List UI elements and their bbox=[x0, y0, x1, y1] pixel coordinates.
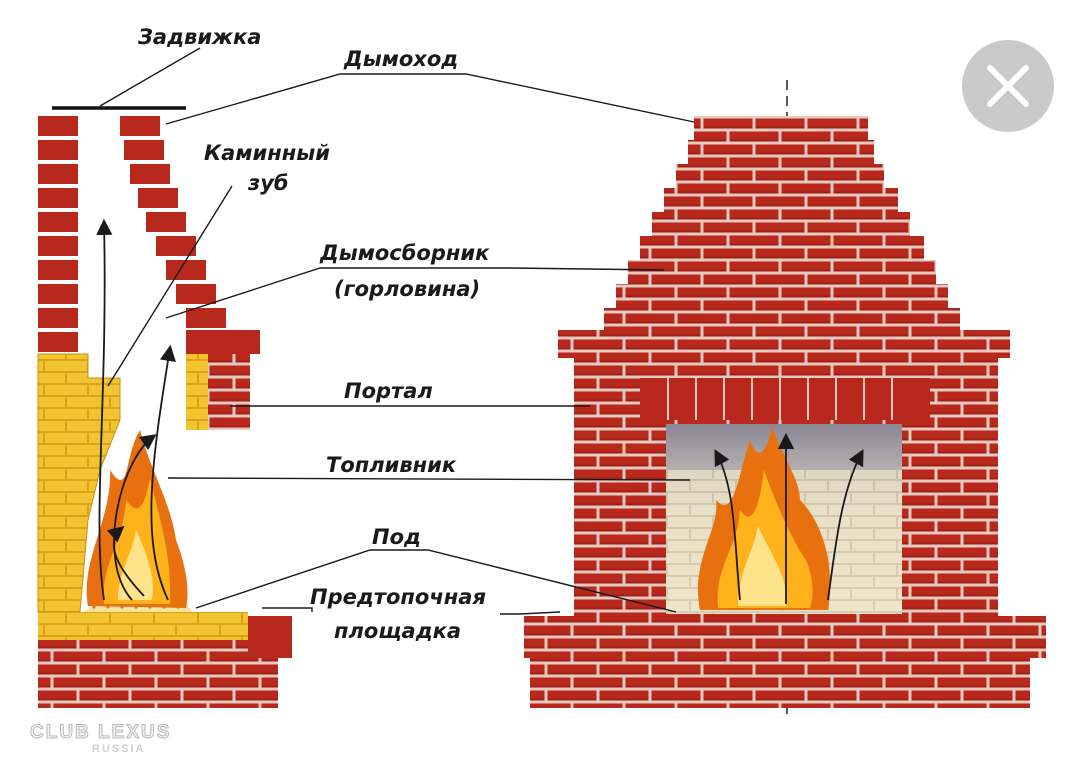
close-icon bbox=[987, 65, 1029, 107]
close-button[interactable] bbox=[962, 40, 1054, 132]
watermark-line2: RUSSIA bbox=[92, 743, 146, 755]
label-collector-line1: Дымосборник bbox=[319, 241, 490, 265]
label-firebox: Топливник bbox=[326, 453, 457, 477]
label-chimney: Дымоход bbox=[343, 47, 458, 71]
prefire-platform bbox=[524, 616, 1046, 658]
labels: Задвижка Дымоход Каминный зуб Дымосборни… bbox=[137, 25, 490, 643]
watermark-logo: CLUB LEXUS RUSSIA bbox=[30, 722, 171, 756]
label-hearth: Под bbox=[372, 525, 421, 549]
leader-prefire-right bbox=[500, 611, 561, 615]
label-damper: Задвижка bbox=[137, 25, 261, 49]
leader-hearth bbox=[195, 549, 677, 613]
label-prefire-line2: площадка bbox=[334, 619, 461, 643]
right-airflow-arrows bbox=[714, 432, 864, 604]
leader-chimney bbox=[165, 73, 695, 125]
prefire-ledge-left bbox=[248, 616, 292, 658]
leader-tooth bbox=[107, 185, 233, 387]
hearth-strip bbox=[38, 612, 248, 640]
leader-damper bbox=[99, 47, 201, 107]
front-view bbox=[524, 80, 1046, 718]
leader-prefire bbox=[262, 607, 313, 612]
label-collector-line2: (горловина) bbox=[334, 277, 480, 301]
left-airflow-arrows bbox=[96, 218, 176, 601]
mantel-shelf bbox=[558, 330, 1010, 358]
leader-lines bbox=[99, 47, 695, 615]
front-foundation bbox=[530, 658, 1030, 708]
left-flames bbox=[86, 430, 188, 608]
chimney-hood bbox=[604, 116, 960, 330]
label-portal: Портал bbox=[344, 379, 433, 403]
watermark-line1: CLUB LEXUS bbox=[30, 722, 171, 743]
label-prefire-line1: Предтопочная bbox=[310, 585, 486, 609]
label-tooth-line1: Каминный bbox=[204, 141, 330, 165]
label-tooth-line2: зуб bbox=[247, 171, 289, 195]
flue-front-wall bbox=[120, 116, 260, 430]
cross-section bbox=[37, 106, 292, 708]
right-flames bbox=[697, 426, 831, 610]
back-wall-bricks bbox=[38, 116, 78, 352]
leader-firebox bbox=[167, 477, 691, 481]
arch-joints bbox=[667, 378, 893, 420]
leader-collector bbox=[165, 267, 665, 319]
left-foundation bbox=[38, 640, 278, 708]
portal-arch-course bbox=[640, 378, 930, 420]
